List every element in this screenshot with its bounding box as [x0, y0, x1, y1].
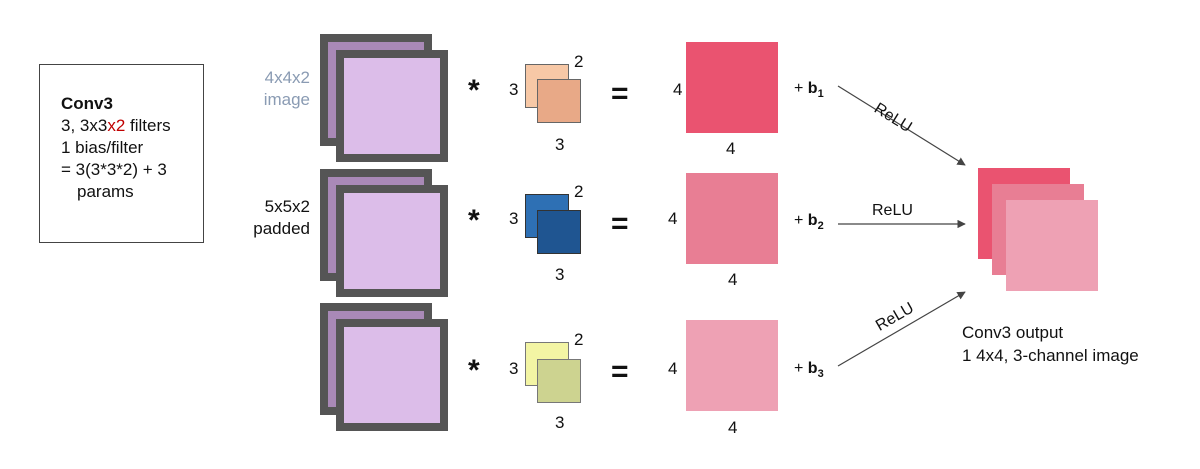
relu-arrow-3 — [837, 291, 966, 367]
filter-height-label: 3 — [509, 209, 519, 228]
output-height-label: 4 — [668, 209, 678, 228]
equals-symbol: = — [611, 77, 629, 110]
convolve-symbol: * — [468, 354, 480, 387]
bias-1: + b1 — [794, 80, 824, 101]
convolve-symbol: * — [468, 74, 480, 107]
info-bias-line: 1 bias/filter — [61, 138, 144, 157]
equals-symbol: = — [611, 355, 629, 388]
equals-symbol: = — [611, 207, 629, 240]
input-image-label: 4x4x2 image — [263, 68, 310, 109]
relu-label-2: ReLU — [872, 202, 913, 219]
convolve-symbol: * — [468, 204, 480, 237]
filter-front-2 — [537, 210, 581, 254]
output-height-label: 4 — [668, 359, 678, 378]
input-volume-front — [336, 185, 448, 297]
filter-height-label: 3 — [509, 80, 519, 99]
output-width-label: 4 — [728, 270, 738, 289]
output-caption: Conv3 output 1 4x4, 3-channel image — [962, 323, 1139, 365]
output-map-1 — [686, 42, 778, 133]
relu-arrow-1 — [837, 85, 966, 166]
info-title: Conv3 — [61, 94, 113, 113]
output-channel-3 — [1006, 200, 1098, 291]
filter-width-label: 3 — [555, 413, 565, 432]
output-width-label: 4 — [728, 418, 738, 437]
bias-3: + b3 — [794, 360, 824, 381]
conv3-info-box: Conv3 3, 3x3x2 filters 1 bias/filter = 3… — [39, 64, 204, 243]
output-width-label: 4 — [726, 139, 736, 158]
input-volume-front — [336, 319, 448, 431]
info-filters-line: 3, 3x3x2 filters — [61, 116, 171, 135]
output-map-2 — [686, 173, 778, 264]
filter-height-label: 3 — [509, 359, 519, 378]
filter-width-label: 3 — [555, 265, 565, 284]
input-volume-front — [336, 50, 448, 162]
filter-depth-label: 2 — [574, 52, 584, 71]
bias-2: + b2 — [794, 212, 824, 233]
filter-width-label: 3 — [555, 135, 565, 154]
filter-front-1 — [537, 79, 581, 123]
filter-depth-label: 2 — [574, 182, 584, 201]
padded-input-label: 5x5x2 padded — [253, 197, 310, 238]
info-params-word: params — [77, 182, 134, 201]
filter-front-3 — [537, 359, 581, 403]
filter-depth-highlight: x2 — [107, 116, 126, 135]
filter-depth-label: 2 — [574, 330, 584, 349]
info-params-formula: = 3(3*3*2) + 3 — [61, 160, 167, 179]
output-height-label: 4 — [673, 80, 683, 99]
output-map-3 — [686, 320, 778, 411]
